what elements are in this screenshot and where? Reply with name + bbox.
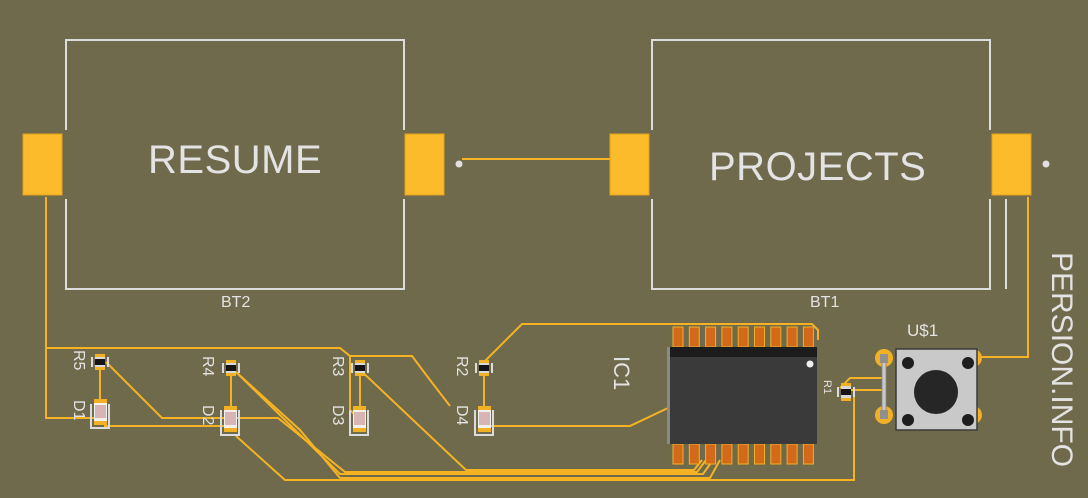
bt1-pad-left[interactable] <box>609 133 650 196</box>
side-website-label: PERSION.INFO <box>1045 252 1078 468</box>
copper-traces <box>45 158 1029 481</box>
r4-label: R4 <box>199 356 216 377</box>
bt2-ref-label: BT2 <box>221 294 251 311</box>
ic1-pins-top <box>672 326 814 348</box>
ic1-pin-bottom <box>770 443 782 465</box>
ic1-label: IC1 <box>609 356 634 391</box>
trace-bt1-switch <box>978 197 1029 358</box>
bt1-ref-label: BT1 <box>810 294 840 311</box>
resistor-r2[interactable] <box>475 360 493 376</box>
ic1-pin-top <box>672 326 684 348</box>
resistor-r5[interactable] <box>91 354 109 370</box>
resistor-r1[interactable] <box>837 383 855 401</box>
ic1-pin-top <box>786 326 798 348</box>
resistor-r4[interactable] <box>222 360 240 376</box>
d3-label: D3 <box>329 405 346 426</box>
trace-r4-diag <box>235 371 714 475</box>
switch-button-cap[interactable] <box>914 370 958 414</box>
bt1-silkscreen-outline <box>651 39 991 290</box>
ic1-pin1-marker <box>806 360 814 368</box>
projects-button-label[interactable]: PROJECTS <box>709 145 927 189</box>
led-d3[interactable] <box>349 406 369 436</box>
led-d1[interactable] <box>90 399 110 429</box>
d4-label: D4 <box>453 405 470 426</box>
via-dot <box>1042 160 1050 168</box>
ic1-pins-bottom <box>672 443 814 465</box>
ic1-body-side <box>667 347 670 444</box>
resistor-r3[interactable] <box>351 360 369 376</box>
ic1-pin-top <box>721 326 733 348</box>
ic1-pin-bottom <box>737 443 749 465</box>
r3-label: R3 <box>329 356 346 377</box>
ic1-body <box>667 347 817 444</box>
resume-button-label[interactable]: RESUME <box>148 138 323 182</box>
ic1-pin-top <box>802 326 814 348</box>
ic1-pin-bottom <box>786 443 798 465</box>
switch-ref-label: U$1 <box>907 321 939 340</box>
ic1-body-top-edge <box>667 347 817 357</box>
ic1-pin-top <box>737 326 749 348</box>
ic1-pin-bottom <box>688 443 700 465</box>
r5-label: R5 <box>70 350 87 371</box>
d1-label: D1 <box>70 400 87 421</box>
ic1-chip[interactable] <box>667 326 817 465</box>
tactile-switch-u1[interactable] <box>875 348 982 431</box>
ic1-pin-bottom <box>721 443 733 465</box>
ic1-pin-bottom <box>802 443 814 465</box>
ic1-pin-top <box>705 326 717 348</box>
r2-label: R2 <box>453 356 470 377</box>
trace-d4-ic <box>486 407 669 427</box>
ic1-pin-top <box>754 326 765 348</box>
bt2-silkscreen-outline <box>65 39 405 290</box>
led-d2[interactable] <box>220 406 240 436</box>
ic1-pin-bottom <box>705 443 717 465</box>
ic1-pin-top <box>770 326 782 348</box>
led-d4[interactable] <box>474 406 494 436</box>
ic1-pin-bottom <box>672 443 684 465</box>
trace-d2-diag <box>235 392 855 481</box>
bt2-pad-left[interactable] <box>22 133 63 196</box>
trace-r4-diag-b <box>235 371 721 479</box>
trace-bt2-left-d1 <box>45 348 102 419</box>
ic1-pin-top <box>688 326 700 348</box>
trace-r3-diag <box>357 367 703 471</box>
bt1-pad-right[interactable] <box>991 133 1032 196</box>
trace-r2-ic-top <box>483 323 819 363</box>
ic1-pin-bottom <box>754 443 765 465</box>
via-dot <box>455 160 463 168</box>
bt2-pad-right[interactable] <box>404 133 445 196</box>
d2-label: D2 <box>199 405 216 426</box>
r1-label: R1 <box>821 380 833 395</box>
